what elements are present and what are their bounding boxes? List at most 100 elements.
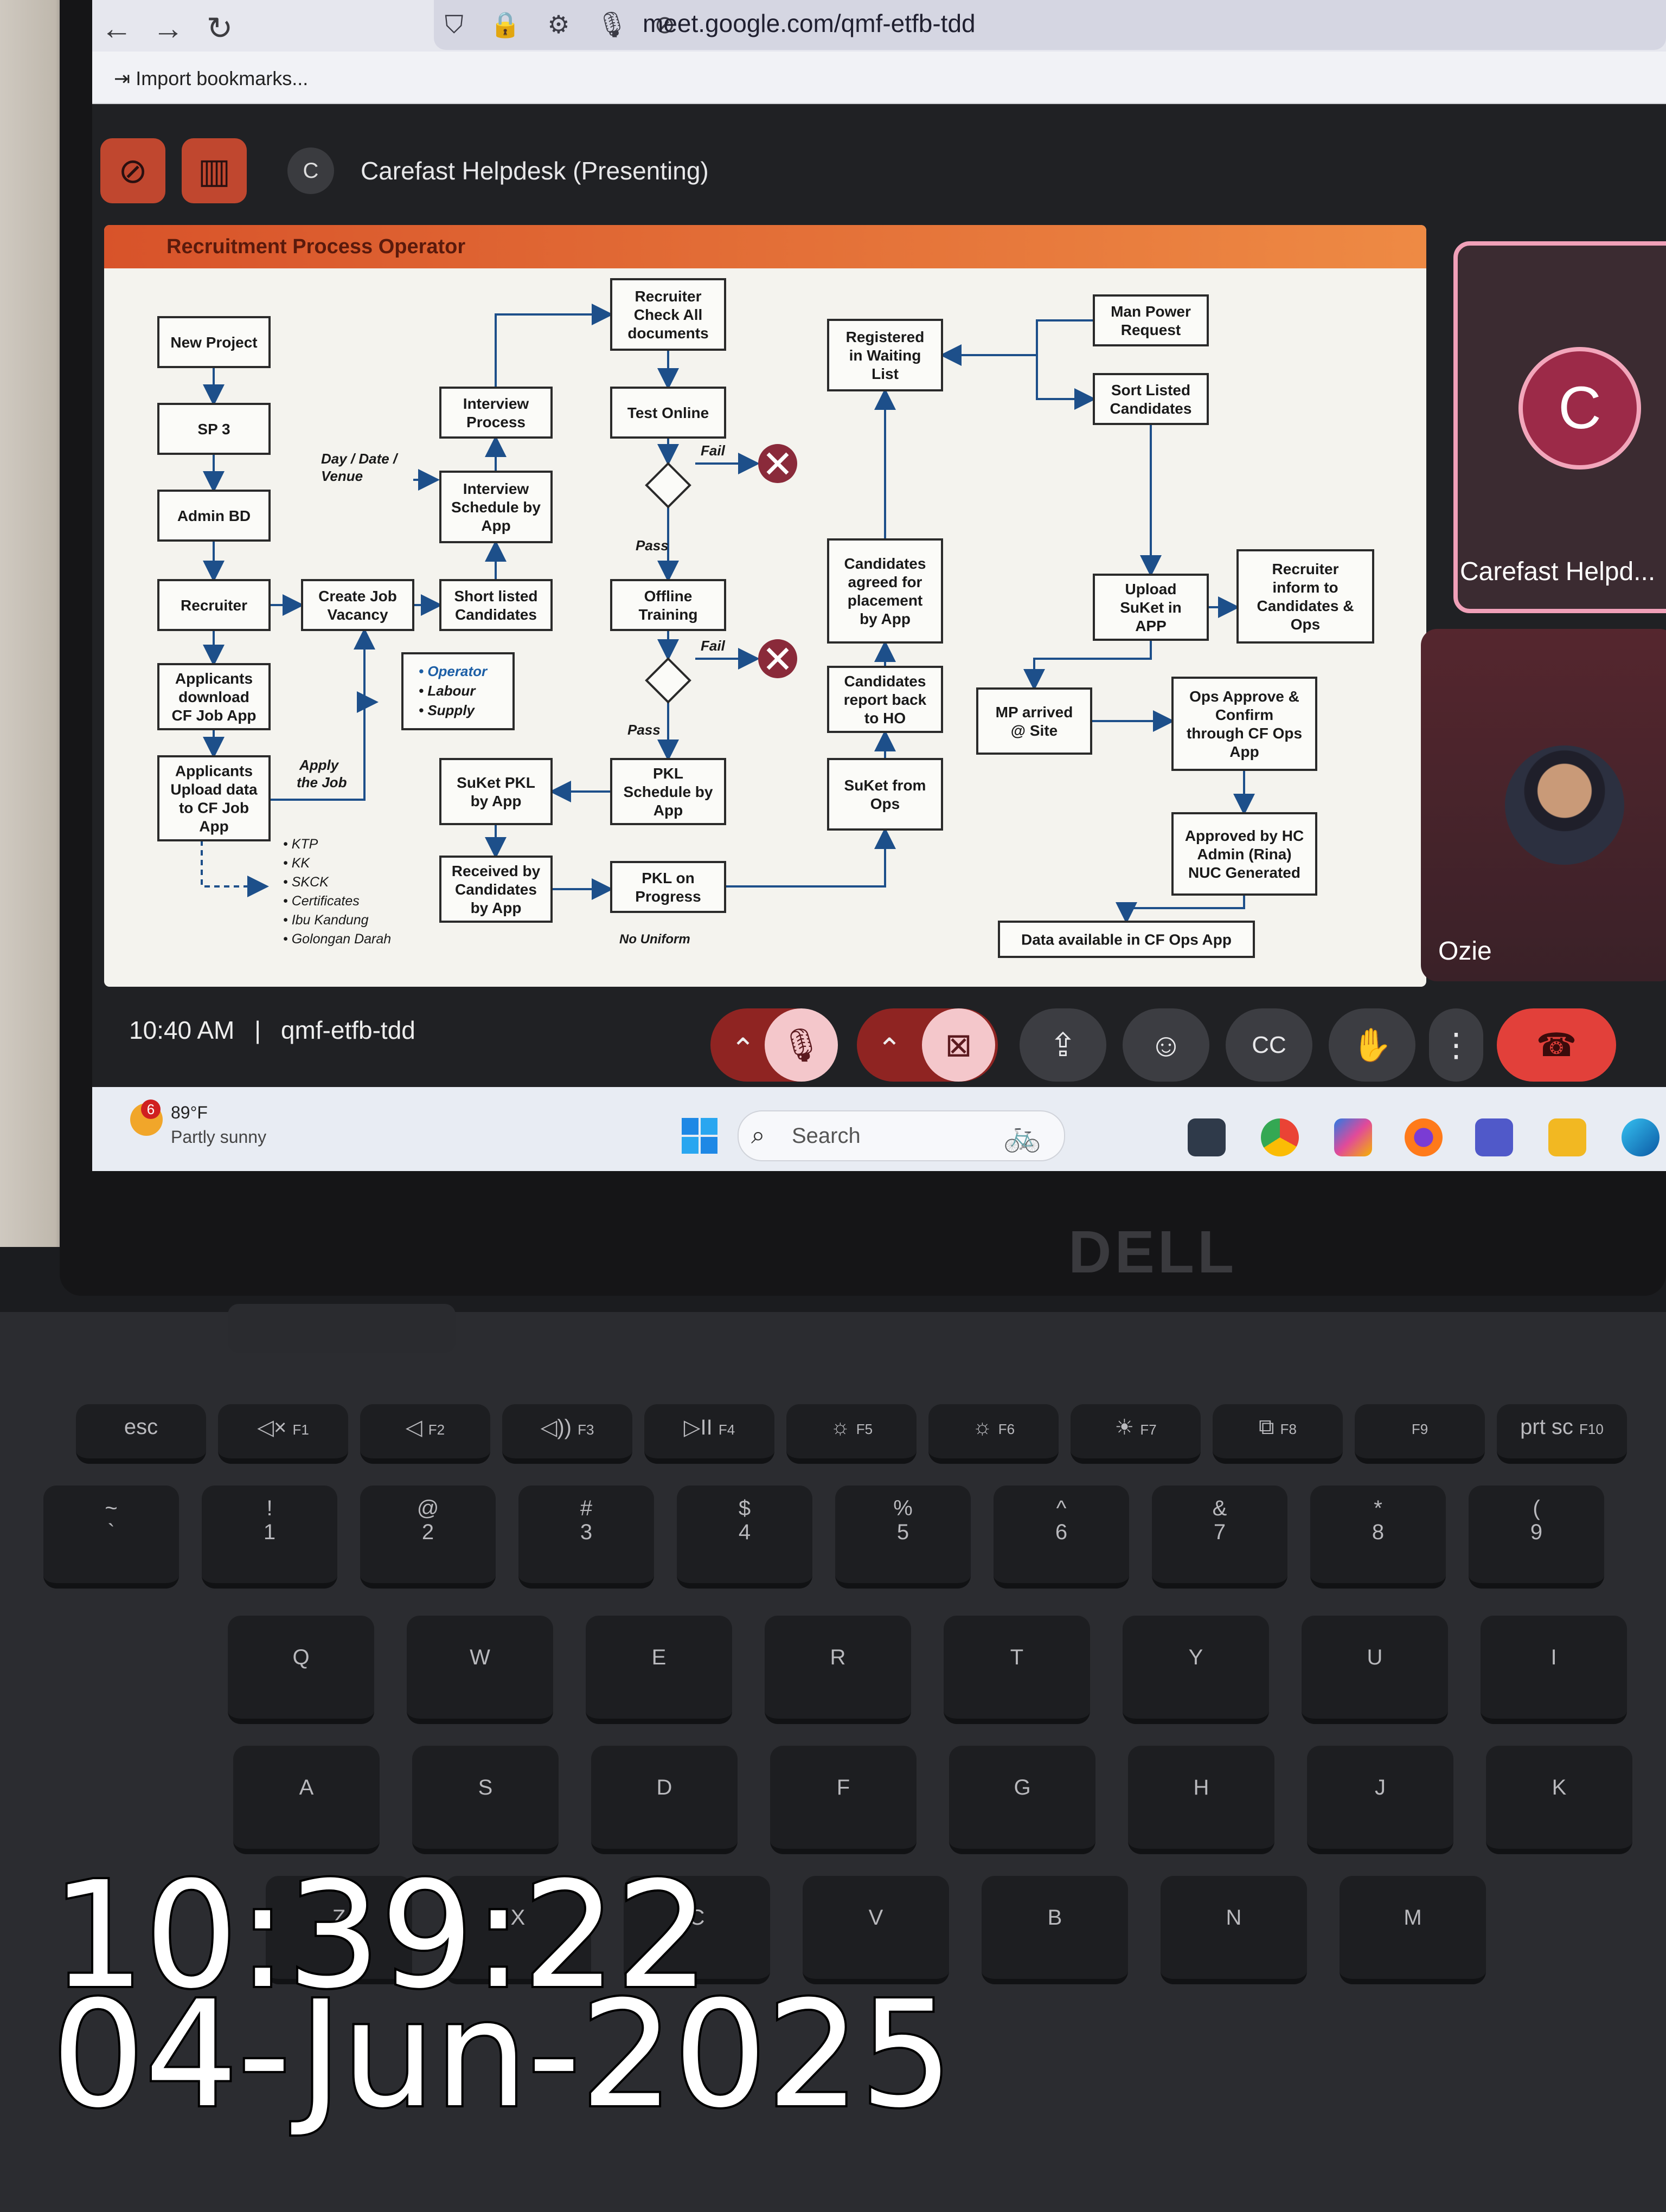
teams-icon[interactable]	[1475, 1118, 1513, 1156]
keyboard-key[interactable]: Z	[266, 1876, 412, 1984]
keyboard-key[interactable]: X	[445, 1876, 591, 1984]
more-options-button[interactable]: ⋮	[1429, 1008, 1483, 1082]
keyboard-key[interactable]: F9	[1355, 1404, 1485, 1464]
fail-x-icon	[758, 444, 797, 483]
camera-options-chevron-icon[interactable]: ⌃	[877, 1033, 902, 1065]
camera-off-tile-icon[interactable]: ⊘	[100, 138, 165, 203]
forward-arrow-icon[interactable]: →	[152, 11, 184, 46]
edge-icon[interactable]	[1622, 1118, 1659, 1156]
keyboard-key[interactable]: N	[1161, 1876, 1307, 1984]
reload-icon[interactable]: ↻	[206, 11, 233, 46]
camera-off-button[interactable]: ⊠	[922, 1008, 995, 1082]
keyboard-key[interactable]: K	[1486, 1746, 1632, 1854]
copilot-icon[interactable]	[1334, 1118, 1372, 1156]
import-bookmarks-link[interactable]: ⇥ Import bookmarks...	[114, 65, 308, 92]
key-main-label: `	[107, 1520, 115, 1544]
keyboard-key[interactable]: S	[412, 1746, 559, 1854]
keyboard-key[interactable]: U	[1302, 1616, 1448, 1724]
flow-arrow	[725, 827, 896, 888]
mic-off-button[interactable]: 🎙	[765, 1008, 838, 1082]
keyboard-key[interactable]: ▷II F4	[644, 1404, 774, 1464]
task-view-icon[interactable]	[1188, 1118, 1226, 1156]
keyboard-key[interactable]: E	[586, 1616, 732, 1724]
firefox-icon[interactable]	[1405, 1118, 1443, 1156]
key-glyph: ☼	[972, 1415, 998, 1439]
weather-temperature[interactable]: 89°F	[171, 1103, 208, 1122]
keyboard-key[interactable]: B	[982, 1876, 1128, 1984]
flow-node-text: Ops	[1291, 616, 1320, 633]
key-main-label: 8	[1372, 1520, 1385, 1544]
mic-off-icon: 🎙	[780, 1027, 822, 1063]
keyboard-key[interactable]: H	[1128, 1746, 1274, 1854]
address-bar[interactable]	[434, 0, 1666, 50]
taskbar-search-box[interactable]	[738, 1110, 1065, 1161]
keyboard-key[interactable]: ◁)) F3	[502, 1404, 632, 1464]
keyboard-key[interactable]: T	[944, 1616, 1090, 1724]
key-sublabel: F4	[718, 1422, 735, 1438]
present-screen-icon: ⇪	[1049, 1027, 1077, 1063]
keyboard-key[interactable]: A	[233, 1746, 380, 1854]
keyboard-key[interactable]: @2	[360, 1486, 496, 1589]
key-letter: F	[836, 1776, 850, 1799]
keyboard-key[interactable]: Y	[1123, 1616, 1269, 1724]
keyboard-key[interactable]: ◁× F1	[218, 1404, 348, 1464]
flow-node-text: Candidates	[455, 606, 537, 623]
keyboard-key[interactable]: C	[624, 1876, 770, 1984]
keyboard-key[interactable]: ☼ F5	[786, 1404, 917, 1464]
keyboard-key[interactable]: esc	[76, 1404, 206, 1464]
keyboard-key[interactable]: ◁ F2	[360, 1404, 490, 1464]
key-glyph: ◁))	[540, 1416, 578, 1439]
chrome-icon[interactable]	[1261, 1118, 1299, 1156]
required-document-item: • Golongan Darah	[283, 931, 391, 947]
key-shift-label: %	[893, 1496, 913, 1520]
captions-button[interactable]: CC	[1226, 1008, 1312, 1082]
keyboard-key[interactable]: !1	[202, 1486, 337, 1589]
keyboard-key[interactable]: R	[765, 1616, 911, 1724]
url-text[interactable]: meet.google.com/qmf-etfb-tdd	[643, 9, 976, 37]
leave-call-button[interactable]: ☎	[1497, 1008, 1616, 1082]
weather-description[interactable]: Partly sunny	[171, 1127, 267, 1147]
meeting-time-and-code: 10:40 AM | qmf-etfb-tdd	[129, 1011, 415, 1049]
windows-start-icon[interactable]	[681, 1117, 719, 1155]
keyboard-key[interactable]: F	[770, 1746, 917, 1854]
keyboard-key[interactable]: &7	[1152, 1486, 1287, 1589]
keyboard-key[interactable]: G	[949, 1746, 1095, 1854]
keyboard-key[interactable]: %5	[835, 1486, 971, 1589]
flow-node-new-project: New Project	[157, 316, 271, 368]
keyboard-key[interactable]: ☼ F6	[928, 1404, 1059, 1464]
keyboard-key[interactable]: $4	[677, 1486, 812, 1589]
key-main-label: 1	[263, 1520, 276, 1544]
keyboard-key[interactable]: ⧉ F8	[1213, 1404, 1343, 1464]
keyboard-key[interactable]: J	[1307, 1746, 1453, 1854]
key-main-label: 6	[1055, 1520, 1068, 1544]
more-vertical-icon: ⋮	[1440, 1027, 1472, 1063]
keyboard-key[interactable]: #3	[518, 1486, 654, 1589]
keyboard-key[interactable]: ☀ F7	[1071, 1404, 1201, 1464]
mic-options-chevron-icon[interactable]: ⌃	[731, 1033, 755, 1065]
keyboard-key[interactable]: Q	[228, 1616, 374, 1724]
label-apply-the-job: the Job	[297, 774, 347, 790]
keyboard-key[interactable]: D	[591, 1746, 738, 1854]
file-explorer-icon[interactable]	[1548, 1118, 1586, 1156]
weather-notification-badge: 6	[141, 1099, 161, 1119]
keyboard-key[interactable]: M	[1340, 1876, 1486, 1984]
flow-node-text: Candidates	[844, 555, 926, 572]
keyboard-key[interactable]: (9	[1469, 1486, 1604, 1589]
present-screen-button[interactable]: ⇪	[1020, 1008, 1106, 1082]
keyboard-key[interactable]: prt sc F10	[1497, 1404, 1627, 1464]
building-tile-icon[interactable]: ▥	[182, 138, 247, 203]
keyboard-key[interactable]: W	[407, 1616, 553, 1724]
keyboard-key[interactable]: I	[1481, 1616, 1627, 1724]
flow-node-text: App	[481, 517, 510, 534]
site-permission-icons[interactable]: ⛉ 🔒 ⚙ 🎙 ⊘	[445, 10, 685, 38]
reactions-button[interactable]: ☺	[1123, 1008, 1209, 1082]
keyboard-key[interactable]: *8	[1310, 1486, 1446, 1589]
keyboard-key[interactable]: V	[803, 1876, 949, 1984]
raise-hand-button[interactable]: ✋	[1329, 1008, 1415, 1082]
keyboard-key[interactable]: ~`	[43, 1486, 179, 1589]
flow-node-text: Admin BD	[177, 507, 251, 524]
operator-list-box	[401, 652, 515, 730]
back-arrow-icon[interactable]: ←	[101, 11, 132, 46]
keyboard-key[interactable]: ^6	[994, 1486, 1129, 1589]
